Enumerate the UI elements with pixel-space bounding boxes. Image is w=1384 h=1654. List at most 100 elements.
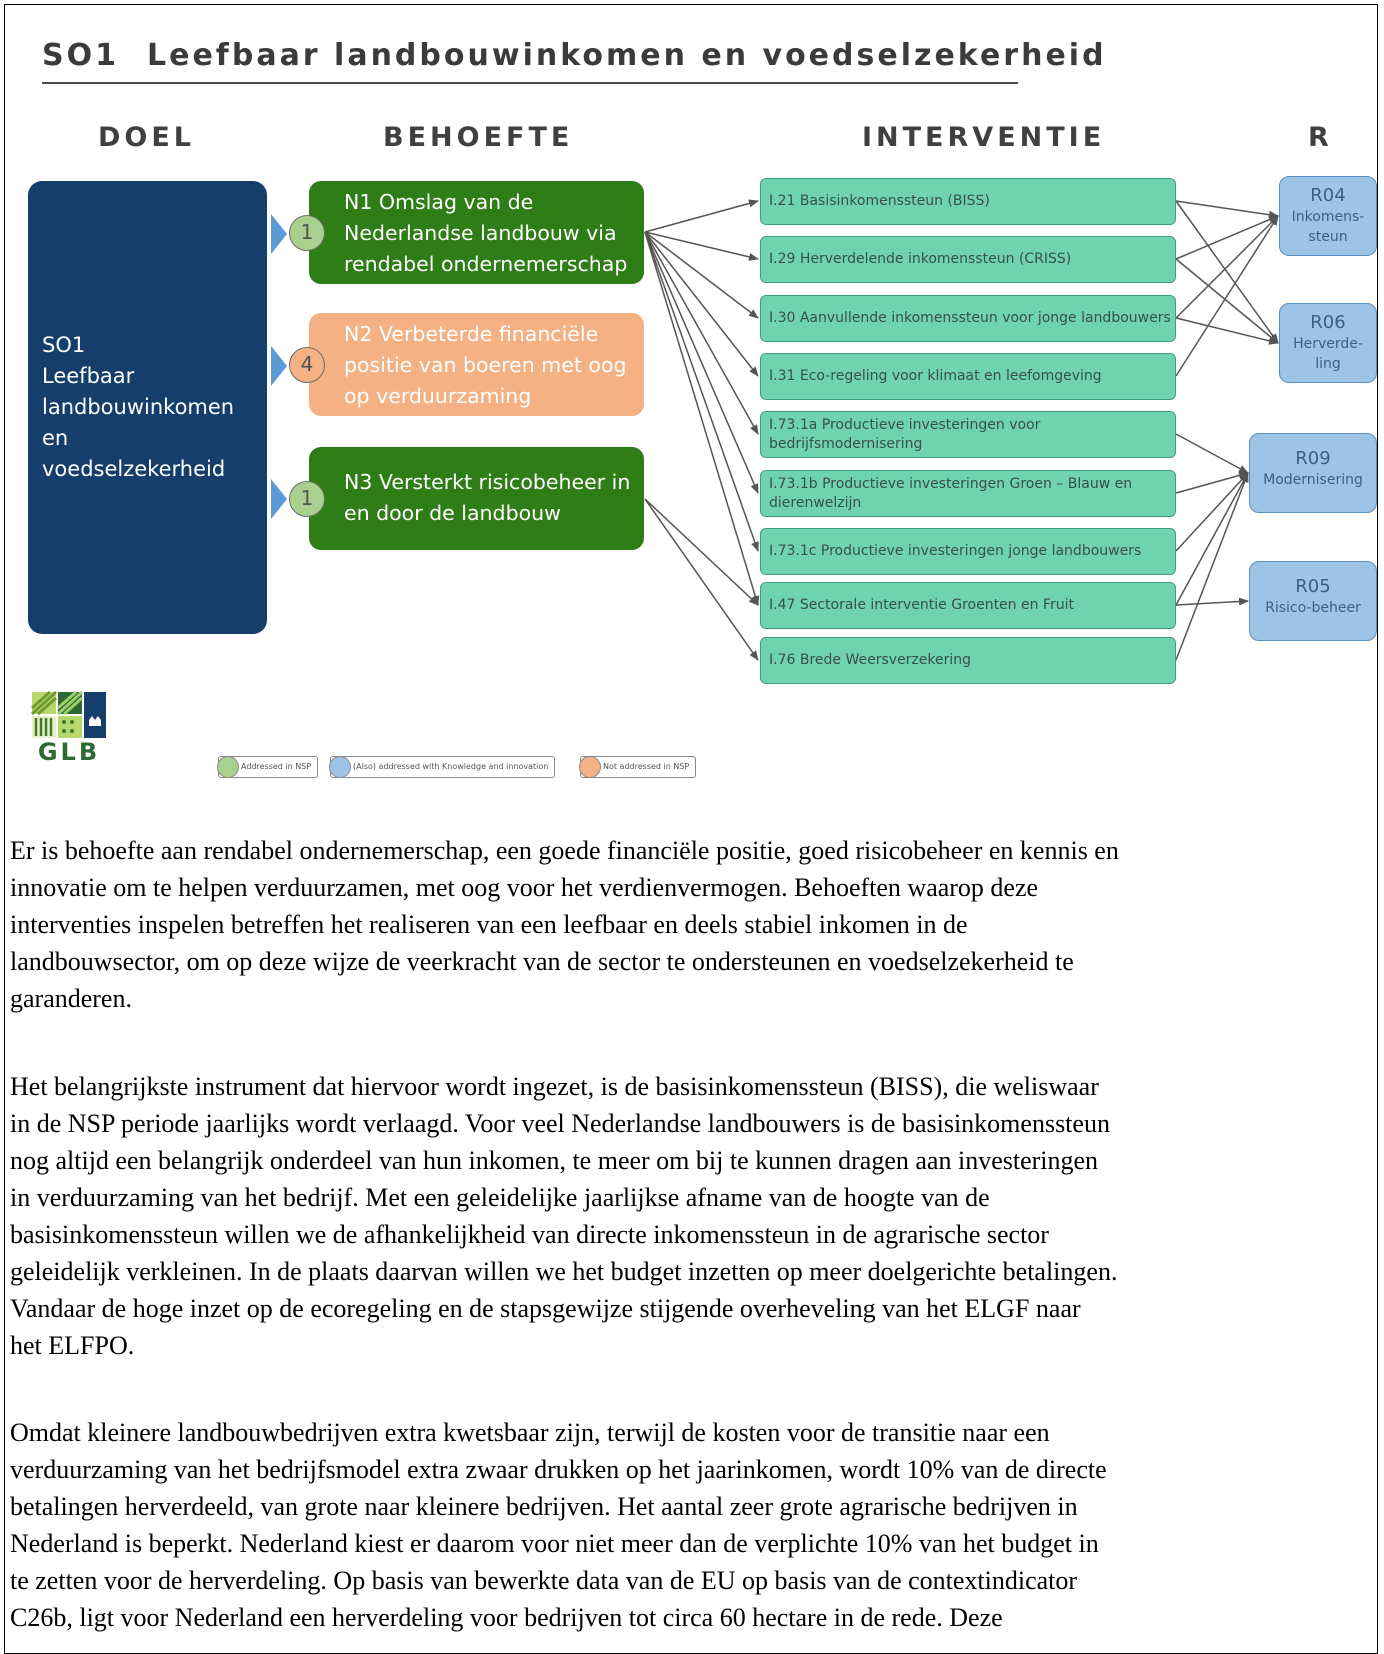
legend-knowledge-innovation: (Also) addressed with Knowledge and inno…	[329, 756, 556, 778]
paragraph-3: Omdat kleinere landbouwbedrijven extra k…	[10, 1414, 1382, 1636]
text-line: betalingen herverdeeld, van grote naar k…	[10, 1492, 1078, 1521]
intervention-box: I.21 Basisinkomenssteun (BISS)	[760, 178, 1176, 225]
need-intervention-arrow	[644, 498, 759, 661]
glb-logo-text: GLB	[37, 738, 101, 766]
intervention-result-arrow	[1175, 433, 1249, 474]
intervention-line: dierenwelzijn	[769, 494, 862, 511]
result-label: steun	[1308, 229, 1348, 245]
legend-label: (Also) addressed with Knowledge and inno…	[353, 762, 549, 771]
legend-not-addressed: Not addressed in NSP	[579, 756, 697, 778]
intervention-line: I.29 Herverdelende inkomenssteun (CRISS)	[769, 251, 1072, 267]
need-pointer-n2	[271, 346, 287, 386]
intervention-line: I.21 Basisinkomenssteun (BISS)	[769, 193, 990, 209]
doel-box	[28, 181, 267, 634]
intervention-result-arrow	[1175, 200, 1279, 344]
intervention-box: I.30 Aanvullende inkomenssteun voor jong…	[760, 295, 1176, 342]
result-code: R04	[1310, 185, 1346, 206]
need-line: positie van boeren met oog	[344, 353, 627, 377]
need-line: en door de landbouw	[344, 501, 561, 525]
text-line: te zetten voor de herverdeling. Op basis…	[10, 1566, 1078, 1595]
connector-arrows	[644, 199, 1279, 661]
intervention-result-arrow	[1175, 472, 1249, 661]
intervention-box: I.73.1b Productieve investeringen Groen …	[760, 470, 1176, 517]
text-line: basisinkomenssteun willen we de afhankel…	[10, 1220, 1049, 1249]
text-line: C26b, ligt voor Nederland een herverdeli…	[10, 1603, 1003, 1632]
text-line: het ELFPO.	[10, 1331, 135, 1360]
result-label: Herverde-	[1293, 336, 1363, 352]
intervention-line: I.73.1b Productieve investeringen Groen …	[769, 475, 1133, 492]
text-line: Het belangrijkste instrument dat hiervoo…	[10, 1072, 1099, 1101]
intervention-result-arrow	[1175, 472, 1249, 552]
figure-code: SO1	[42, 38, 119, 73]
need-intervention-arrow	[644, 231, 759, 261]
need-intervention-arrow	[644, 498, 759, 606]
figure-title: SO1 Leefbaar landbouwinkomen en voedselze…	[42, 38, 1107, 73]
need-line: N3 Versterkt risicobeheer in	[344, 470, 631, 494]
need-badge-not-addressed: 4	[289, 347, 325, 383]
need-badge-addressed: 1	[289, 481, 325, 517]
figure-title-text: Leefbaar landbouwinkomen en voedselzeker…	[146, 38, 1107, 73]
paragraph-1: Er is behoefte aan rendabel ondernemersc…	[10, 832, 1382, 1017]
need-line: N2 Verbeterde financiële	[344, 322, 599, 346]
doel-line: SO1	[42, 333, 86, 357]
need-intervention-arrow	[644, 231, 759, 494]
intervention-result-arrow	[1175, 472, 1249, 606]
intervention-line: I.30 Aanvullende inkomenssteun voor jong…	[769, 310, 1171, 326]
result-code: R05	[1295, 576, 1331, 597]
text-line: interventies inspelen betreffen het real…	[10, 910, 968, 939]
intervention-result-arrow	[1175, 200, 1279, 219]
legend-label: Addressed in NSP	[241, 762, 312, 771]
doel-line: voedselzekerheid	[42, 457, 226, 481]
intervention-box: I.76 Brede Weersverzekering	[760, 637, 1176, 684]
title-underline	[42, 82, 1018, 84]
legend-label: Not addressed in NSP	[603, 762, 690, 771]
text-line: in de NSP periode jaarlijks wordt verlaa…	[10, 1109, 1110, 1138]
column-header-interventie: INTERVENTIE	[862, 122, 1106, 153]
need-n2: N2 Verbeterde financiële positie van boe…	[309, 313, 644, 416]
intervention-line: I.73.1c Productieve investeringen jonge …	[769, 543, 1142, 559]
doel-line: landbouwinkomen	[42, 395, 235, 419]
text-line: Er is behoefte aan rendabel ondernemersc…	[10, 836, 1119, 865]
text-line: Vandaar de hoge inzet op de ecoregeling …	[10, 1294, 1081, 1323]
intervention-box: I.73.1c Productieve investeringen jonge …	[760, 528, 1176, 575]
intervention-box: I.31 Eco-regeling voor klimaat en leefom…	[760, 353, 1176, 400]
result-label: Modernisering	[1263, 472, 1363, 488]
text-line: verduurzaming van het bedrijfsmodel extr…	[10, 1455, 1107, 1484]
text-line: Nederland is beperkt. Nederland kiest er…	[10, 1529, 1099, 1558]
doel-text: SO1 Leefbaar landbouwinkomen en voedselz…	[42, 330, 262, 485]
paragraph-2: Het belangrijkste instrument dat hiervoo…	[10, 1068, 1382, 1364]
result-r06: R06 Herverde- ling	[1279, 303, 1377, 383]
need-intervention-arrow	[644, 199, 759, 233]
text-line: nog altijd een belangrijk onderdeel van …	[10, 1146, 1099, 1175]
intervention-line: I.76 Brede Weersverzekering	[769, 652, 972, 668]
need-line: Nederlandse landbouw via	[344, 221, 617, 245]
intervention-result-arrow	[1175, 597, 1249, 606]
intervention-result-arrow	[1175, 215, 1279, 319]
intervention-result-arrow	[1175, 471, 1249, 494]
column-header-doel: DOEL	[98, 122, 196, 153]
result-code: R09	[1295, 448, 1331, 469]
intervention-result-arrow	[1175, 215, 1279, 260]
text-line: landbouwsector, om op deze wijze de veer…	[10, 947, 1074, 976]
legend-addressed: Addressed in NSP	[217, 756, 319, 778]
text-line: Omdat kleinere landbouwbedrijven extra k…	[10, 1418, 1050, 1447]
text-line: garanderen.	[10, 984, 132, 1013]
result-label: Risico-beheer	[1265, 600, 1361, 616]
legend-dot-blue	[329, 756, 351, 778]
intervention-result-arrow	[1175, 215, 1279, 377]
need-pointer-n3	[271, 479, 287, 519]
need-line: op verduurzaming	[344, 384, 532, 408]
need-line: rendabel ondernemerschap	[344, 252, 628, 276]
intervention-box: I.29 Herverdelende inkomenssteun (CRISS)	[760, 236, 1176, 283]
column-header-behoefte: BEHOEFTE	[383, 122, 574, 153]
intervention-line: I.31 Eco-regeling voor klimaat en leefom…	[769, 368, 1102, 384]
result-code: R06	[1310, 312, 1346, 333]
intervention-box: I.47 Sectorale interventie Groenten en F…	[760, 582, 1176, 629]
need-pointer-n1	[271, 214, 287, 254]
result-label: Inkomens-	[1291, 209, 1365, 225]
glb-logo: GLB	[30, 690, 108, 768]
doel-line: Leefbaar	[42, 364, 135, 388]
column-header-r: R	[1308, 122, 1333, 153]
result-r05: R05 Risico-beheer	[1249, 561, 1377, 641]
